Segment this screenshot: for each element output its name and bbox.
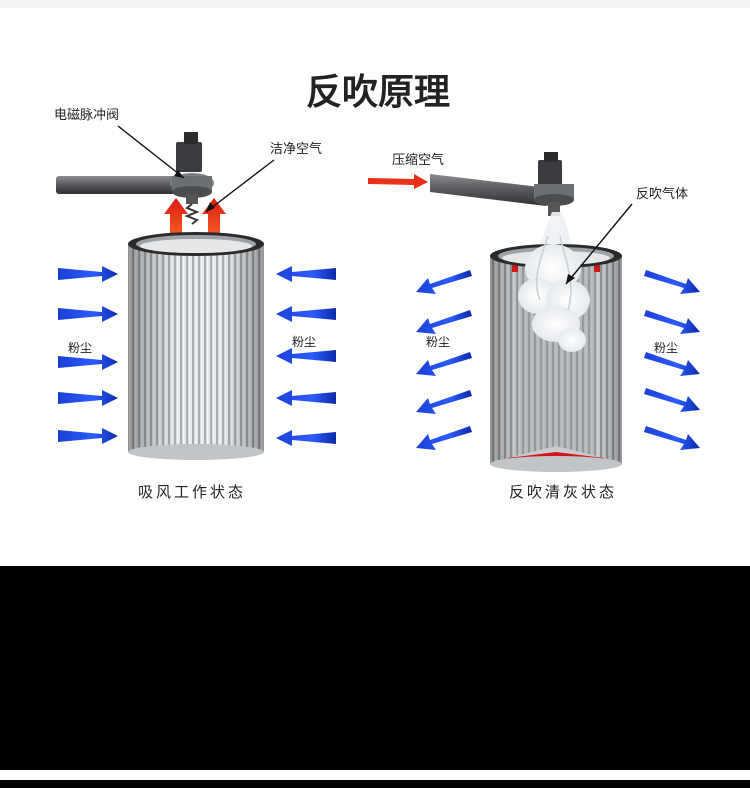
left-dust-arrows-inbound-left: [58, 266, 118, 444]
compressed-air-arrow: [368, 174, 428, 189]
left-dust-label-left: 粉尘: [68, 341, 92, 355]
left-callout-lines: [117, 125, 275, 213]
left-dust-arrows-inbound-right: [276, 266, 336, 446]
compressed-air-label: 压缩空气: [392, 152, 444, 168]
left-illustration: 电磁脉冲阀 洁净空气 粉尘 粉尘 吸风工作状态: [54, 108, 336, 501]
left-pulse-valve: [170, 132, 214, 225]
clean-air-label: 洁净空气: [270, 141, 322, 157]
valve-label: 电磁脉冲阀: [54, 108, 119, 123]
right-callout-line: [565, 203, 633, 285]
right-dust-label-right: 粉尘: [654, 341, 678, 355]
right-dust-label-left: 粉尘: [426, 335, 450, 349]
reverse-gas-label: 反吹气体: [636, 186, 688, 202]
reverse-gas-puff: [518, 212, 590, 352]
top-strip: [0, 0, 750, 8]
bottom-line: [0, 780, 750, 788]
black-panel: [0, 566, 750, 770]
right-illustration: 压缩空气 反吹气体 粉尘 粉尘 反吹清灰状态: [368, 152, 700, 501]
reverse-blow-diagram: 反吹原理: [54, 72, 700, 501]
left-caption: 吸风工作状态: [138, 483, 246, 501]
right-dust-arrows-outbound-right: [644, 270, 700, 450]
left-air-pipe: [56, 176, 186, 194]
left-filter-cartridge: [128, 232, 264, 460]
right-dust-arrows-outbound-left: [416, 270, 472, 450]
right-air-pipe: [430, 174, 548, 206]
right-pulse-valve: [534, 152, 574, 216]
page-title: 反吹原理: [306, 72, 450, 113]
left-dust-label-right: 粉尘: [292, 335, 316, 349]
right-caption: 反吹清灰状态: [509, 483, 617, 501]
